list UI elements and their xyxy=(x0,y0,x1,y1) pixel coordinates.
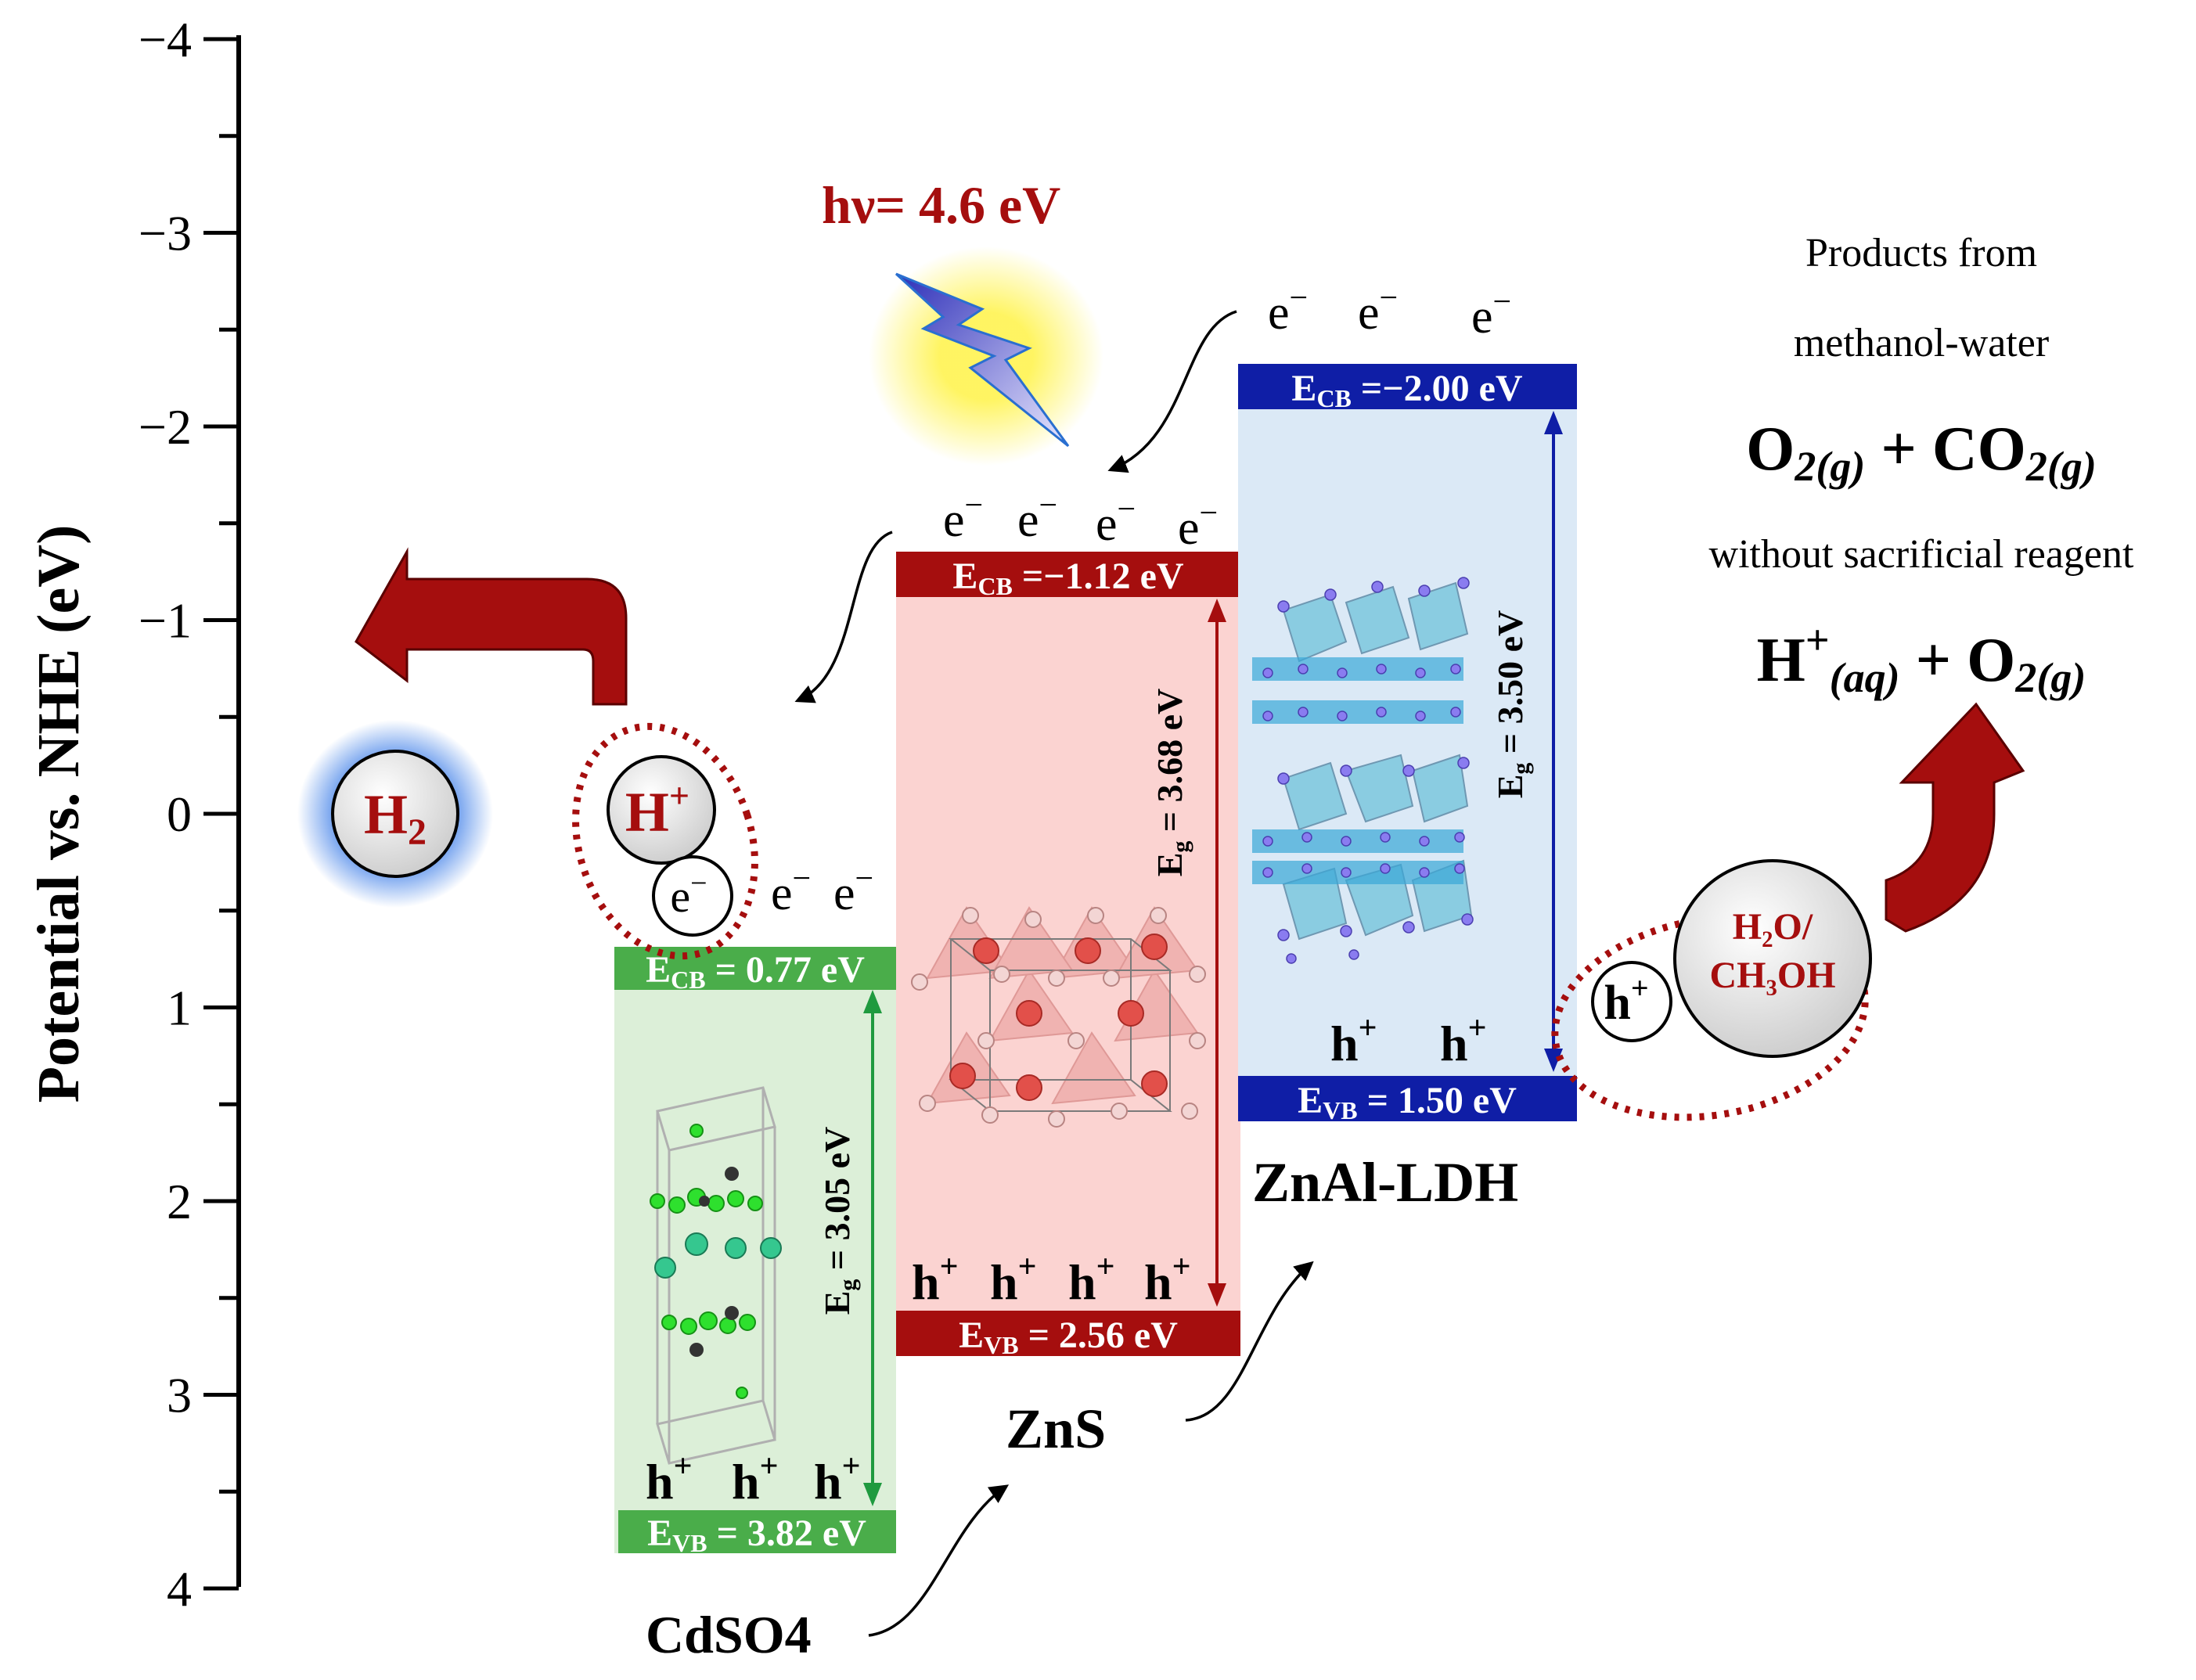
y-axis: −4 −3 −2 −1 0 1 2 3 4 Potential vs. NHE (eV) xyxy=(26,12,241,1617)
svg-text:e−: e− xyxy=(771,861,811,920)
ldh-evb-bar xyxy=(1238,1076,1577,1121)
axis-ticks: −4 −3 −2 −1 0 1 2 3 4 xyxy=(139,12,239,1617)
svg-text:e−: e− xyxy=(1471,284,1511,344)
cdso4-ecb-label: ECB = 0.77 eV xyxy=(646,949,865,994)
hole-ball xyxy=(1591,961,1672,1042)
tick-label: 0 xyxy=(167,786,192,842)
ldh-ecb-bar xyxy=(1238,364,1577,409)
ldh-evb-label: EVB = 1.50 eV xyxy=(1298,1080,1517,1124)
arrow-cdso4-to-zns xyxy=(868,1484,1010,1637)
svg-text:h+: h+ xyxy=(1144,1249,1191,1310)
tick-label: −3 xyxy=(139,206,192,261)
water-oxidation: h+ H₂O/ CH₃OH xyxy=(1551,702,2025,1121)
water-methanol-molecule xyxy=(1673,859,1872,1058)
svg-text:h+: h+ xyxy=(1068,1249,1115,1310)
svg-text:h+: h+ xyxy=(1604,970,1648,1030)
water-line2: CH₃OH xyxy=(1709,955,1835,996)
ldh-gap-fill xyxy=(1238,364,1577,1119)
products-title-1: Products from xyxy=(1805,231,2037,275)
cdso4-name: CdSO4 xyxy=(646,1605,812,1664)
svg-text:e−: e− xyxy=(1096,491,1136,551)
cdso4-gap-fill xyxy=(614,951,896,1553)
h2-molecule xyxy=(331,750,459,878)
svg-text:h+: h+ xyxy=(1330,1010,1377,1071)
svg-text:h+: h+ xyxy=(732,1448,779,1509)
svg-text:h+: h+ xyxy=(1440,1010,1487,1071)
h2-evolution: H2 H+ e− xyxy=(297,547,758,960)
hplus-dotted-boundary xyxy=(572,722,758,960)
arrow-ldh-to-zns xyxy=(1107,310,1237,473)
products-note: without sacrificial reagent xyxy=(1709,532,2134,577)
products-title-2: methanol-water xyxy=(1794,321,2049,365)
zns-evb-bar xyxy=(896,1311,1240,1356)
cdso4-evb-label: EVB = 3.82 eV xyxy=(647,1513,866,1557)
arrow-zns-to-ldh xyxy=(1185,1261,1314,1422)
oxidation-red-arrow xyxy=(1885,702,2025,933)
ldh-band: ECB =−2.00 eV EVB = 1.50 eV Eg = 3.50 eV xyxy=(1238,364,1577,1214)
zns-name: ZnS xyxy=(1006,1398,1106,1460)
products-eq1: O2(g) + CO2(g) xyxy=(1746,415,2097,490)
zns-electrons: e− e− e− e− xyxy=(943,487,1218,555)
zns-crystal-structure xyxy=(911,906,1206,1128)
tick-label: 3 xyxy=(167,1368,192,1423)
transfer-arrows xyxy=(794,310,1314,1637)
svg-text:e−: e− xyxy=(833,861,873,920)
products-eq2: H+(aq) + O2(g) xyxy=(1757,617,2086,701)
tick-label: 1 xyxy=(167,980,192,1036)
cdso4-band: ECB = 0.77 eV EVB = 3.82 eV Eg = 3.05 eV xyxy=(614,947,896,1664)
cdso4-holes: h+ h+ h+ xyxy=(646,1448,861,1509)
zns-ecb-bar xyxy=(896,552,1240,597)
svg-text:e−: e− xyxy=(1268,280,1308,340)
svg-text:e−: e− xyxy=(943,487,983,547)
svg-text:e−: e− xyxy=(1178,495,1218,555)
cdso4-electrons: e− e− xyxy=(771,861,873,920)
ldh-name: ZnAl-LDH xyxy=(1252,1151,1518,1214)
ldh-holes: h+ h+ xyxy=(1330,1010,1487,1071)
tick-label: 2 xyxy=(167,1174,192,1229)
cdso4-evb-bar xyxy=(618,1510,896,1553)
light-bolt: hν= 4.6 eV xyxy=(822,175,1103,466)
tick-label: −4 xyxy=(139,12,192,67)
svg-text:e−: e− xyxy=(1358,280,1398,340)
zns-evb-label: EVB = 2.56 eV xyxy=(959,1315,1178,1359)
zns-eg-label: Eg = 3.68 eV xyxy=(1150,689,1193,877)
h2-label: H2 xyxy=(364,783,427,853)
tick-label: −1 xyxy=(139,593,192,649)
arrow-zns-to-cdso4 xyxy=(794,531,893,703)
zns-band: ECB =−1.12 eV EVB = 2.56 eV Eg = 3.68 eV xyxy=(896,552,1240,1460)
hplus-label: H+ xyxy=(625,775,689,844)
ldh-crystal-structure xyxy=(1252,577,1474,964)
cdso4-eg-label: Eg = 3.05 eV xyxy=(817,1127,861,1315)
svg-text:h+: h+ xyxy=(912,1249,959,1310)
ldh-eg-label: Eg = 3.50 eV xyxy=(1490,610,1534,799)
products-panel: Products from methanol-water O2(g) + CO2… xyxy=(1709,231,2134,701)
tick-label: 4 xyxy=(167,1561,192,1617)
ldh-ecb-label: ECB =−2.00 eV xyxy=(1291,368,1522,412)
zns-holes: h+ h+ h+ h+ xyxy=(912,1249,1191,1310)
tick-label: −2 xyxy=(139,399,192,455)
cdso4-crystal-structure xyxy=(650,1086,782,1465)
lightning-icon xyxy=(895,272,1070,448)
svg-text:h+: h+ xyxy=(990,1249,1037,1310)
zns-ecb-label: ECB =−1.12 eV xyxy=(952,556,1183,600)
electron-ball xyxy=(652,855,733,937)
svg-text:h+: h+ xyxy=(646,1448,693,1509)
svg-text:e−: e− xyxy=(670,867,707,922)
hplus-ion xyxy=(607,755,716,865)
water-line1: H₂O/ xyxy=(1733,906,1813,948)
h2-red-arrow xyxy=(355,547,628,706)
svg-text:h+: h+ xyxy=(814,1448,861,1509)
y-axis-label: Potential vs. NHE (eV) xyxy=(26,525,92,1103)
light-label: hν= 4.6 eV xyxy=(822,175,1060,235)
ldh-electrons: e− e− e− xyxy=(1268,280,1511,344)
svg-text:e−: e− xyxy=(1017,487,1057,547)
